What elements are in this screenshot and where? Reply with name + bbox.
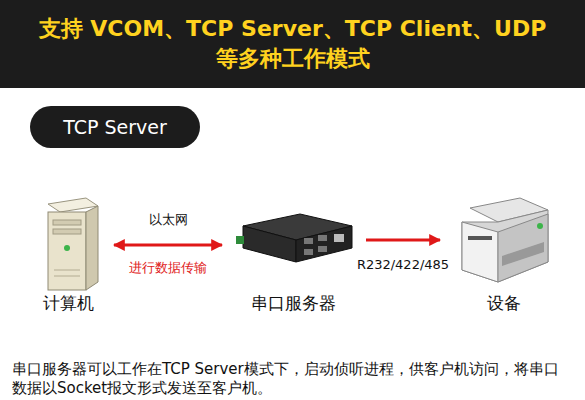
node-label: 计算机 [43,292,94,314]
edge-label: 以太网 [149,211,188,229]
node-label: 串口服务器 [251,292,336,314]
computer-node: 计算机 [28,194,108,314]
serial-server-icon [236,214,352,262]
caption: 串口服务器可以工作在TCP Server模式下，启动侦听进程，供客户机访问，将串… [12,360,573,398]
computer-icon [48,198,98,290]
title: 支持 VCOM、TCP Server、TCP Client、UDP 等多种工作模… [30,14,555,74]
edge-label: R232/422/485 [357,256,449,274]
header-band [0,0,585,88]
connector-arrow [114,244,222,247]
device-icon [462,198,548,282]
mode-name: TCP Server [63,116,167,138]
note-label: 进行数据传输 [129,259,207,277]
mode-pill: TCP Server [30,106,200,148]
serial-server-node: 串口服务器 [228,194,358,314]
device-node: 设备 [448,194,560,314]
connector-arrow [366,239,440,242]
node-label: 设备 [487,292,521,314]
